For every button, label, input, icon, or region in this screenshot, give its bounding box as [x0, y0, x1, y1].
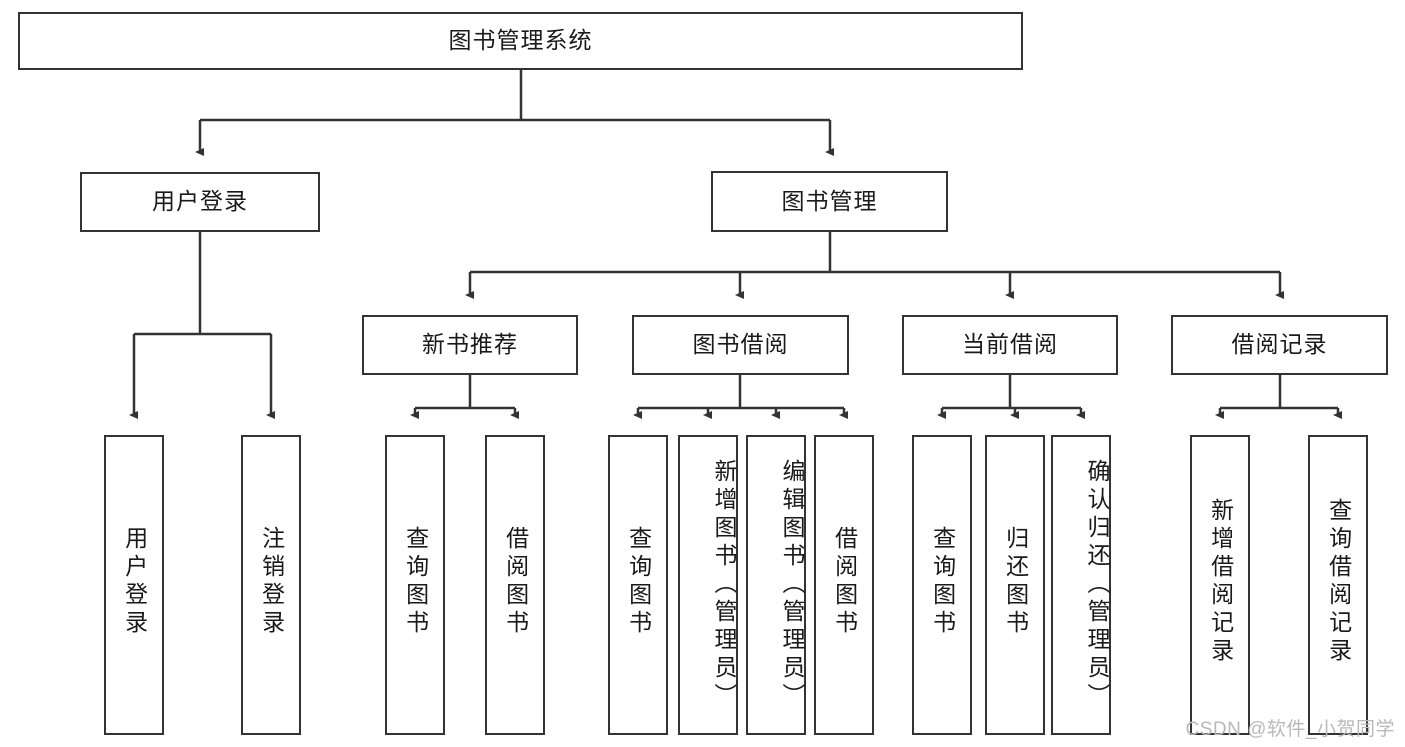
connector-current-to-leaves: [937, 375, 1085, 419]
node-leaf-borrow-book-label: 借阅图书: [831, 526, 858, 638]
node-borrow-record[interactable]: 借阅记录: [1171, 315, 1388, 375]
node-leaf-query-book-borrow[interactable]: 查询图书: [608, 435, 668, 735]
node-leaf-query-book-current-label: 查询图书: [929, 526, 956, 638]
node-leaf-return-book-label: 归还图书: [1002, 526, 1029, 638]
connector-root-to-level2: [195, 70, 834, 156]
node-new-book-recommend[interactable]: 新书推荐: [362, 315, 578, 375]
node-book-manage[interactable]: 图书管理: [711, 171, 948, 232]
node-leaf-borrow-book[interactable]: 借阅图书: [814, 435, 874, 735]
node-leaf-confirm-return-admin-label: 确认归还（管理员）: [1084, 459, 1110, 711]
node-leaf-edit-book-admin[interactable]: 编辑图书（管理员）: [746, 435, 806, 735]
connector-userlogin-to-leaves: [129, 232, 275, 419]
node-borrow-record-label: 借阅记录: [1231, 331, 1328, 358]
node-leaf-edit-book-admin-label: 编辑图书（管理员）: [779, 459, 805, 711]
node-leaf-add-book-admin-label: 新增图书（管理员）: [711, 459, 737, 711]
node-leaf-return-book[interactable]: 归还图书: [985, 435, 1045, 735]
node-leaf-query-book-borrow-label: 查询图书: [625, 526, 652, 638]
node-new-book-recommend-label: 新书推荐: [422, 331, 518, 358]
node-leaf-add-borrow-record[interactable]: 新增借阅记录: [1190, 435, 1250, 735]
node-book-manage-label: 图书管理: [781, 187, 878, 214]
node-leaf-query-borrow-record-label: 查询借阅记录: [1325, 498, 1352, 666]
node-leaf-confirm-return-admin[interactable]: 确认归还（管理员）: [1051, 435, 1111, 735]
node-leaf-add-book-admin[interactable]: 新增图书（管理员）: [678, 435, 738, 735]
node-leaf-add-borrow-record-label: 新增借阅记录: [1207, 498, 1234, 666]
node-current-borrow[interactable]: 当前借阅: [902, 315, 1118, 375]
node-leaf-user-login[interactable]: 用户登录: [104, 435, 164, 735]
watermark-text: CSDN @软件_小贺同学: [1185, 719, 1395, 740]
node-leaf-logout[interactable]: 注销登录: [241, 435, 301, 735]
connector-borrow-to-leaves: [633, 375, 848, 419]
node-leaf-query-book-current[interactable]: 查询图书: [912, 435, 972, 735]
connector-recommend-to-leaves: [410, 375, 519, 419]
node-current-borrow-label: 当前借阅: [962, 331, 1058, 358]
node-root[interactable]: 图书管理系统: [18, 12, 1023, 70]
node-leaf-logout-label: 注销登录: [258, 526, 285, 638]
node-leaf-borrow-book-rec[interactable]: 借阅图书: [485, 435, 545, 735]
node-leaf-borrow-book-rec-label: 借阅图书: [502, 526, 529, 638]
node-root-label: 图书管理系统: [448, 27, 593, 54]
connector-record-to-leaves: [1215, 375, 1342, 419]
node-leaf-query-book-rec[interactable]: 查询图书: [385, 435, 445, 735]
node-book-borrow[interactable]: 图书借阅: [632, 315, 849, 375]
node-user-login-label: 用户登录: [152, 188, 248, 215]
connector-bookmanage-to-level3: [465, 232, 1284, 299]
node-leaf-query-book-rec-label: 查询图书: [402, 526, 429, 638]
node-leaf-query-borrow-record[interactable]: 查询借阅记录: [1308, 435, 1368, 735]
node-user-login[interactable]: 用户登录: [80, 172, 320, 232]
node-book-borrow-label: 图书借阅: [692, 331, 789, 358]
node-leaf-user-login-label: 用户登录: [121, 526, 148, 638]
